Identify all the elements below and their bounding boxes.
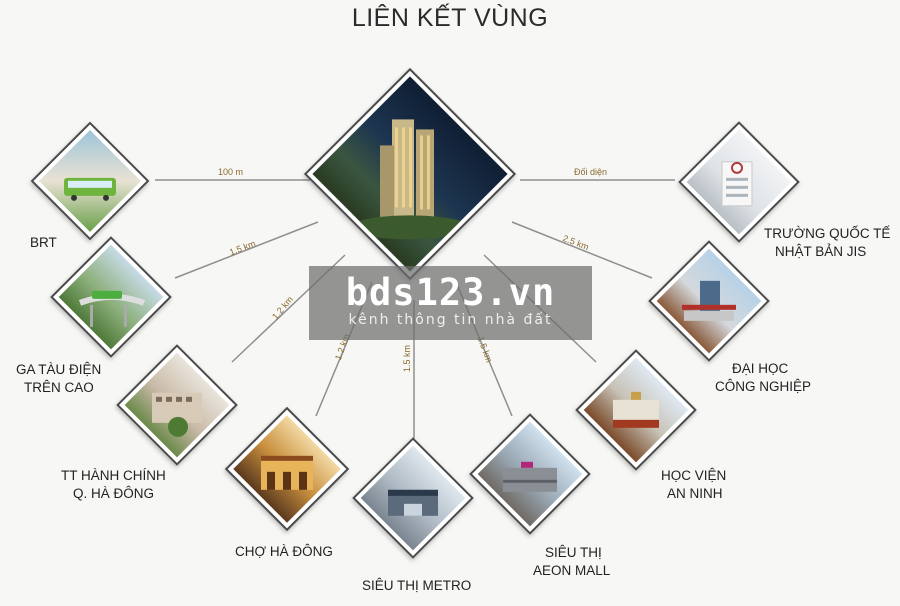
page-title: LIÊN KẾT VÙNG xyxy=(351,4,549,32)
hoc-vien-image xyxy=(583,357,689,463)
label-tt-hanh-chinh: TT HÀNH CHÍNH Q. HÀ ĐÔNG xyxy=(61,467,166,503)
distance-jis: Đối diện xyxy=(574,167,608,177)
label-hoc-vien: HỌC VIỆN AN NINH xyxy=(661,467,726,503)
connector-ga-tau-dien xyxy=(174,221,319,279)
center-tower-image xyxy=(312,76,508,272)
jis-diamond xyxy=(678,121,800,243)
label-dai-hoc: ĐẠI HỌC CÔNG NGHIỆP xyxy=(715,360,811,396)
label-cho-ha-dong-line-1: CHỢ HÀ ĐÔNG xyxy=(235,544,333,559)
label-jis-line-1: TRƯỜNG QUỐC TẾ xyxy=(764,226,891,241)
ga-tau-dien-image xyxy=(58,244,164,350)
cho-ha-dong-image xyxy=(233,415,341,523)
dai-hoc-image xyxy=(656,248,762,354)
label-ga-tau-dien: GA TÀU ĐIỆN TRÊN CAO xyxy=(16,361,101,397)
label-aeon: SIÊU THỊ AEON MALL xyxy=(533,544,610,580)
label-dai-hoc-line-2: CÔNG NGHIỆP xyxy=(715,379,812,394)
brt-diamond xyxy=(30,121,150,241)
metro-diamond xyxy=(352,437,474,559)
hoc-vien-diamond xyxy=(575,349,697,471)
label-dai-hoc-line-1: ĐẠI HỌC xyxy=(732,361,789,376)
label-aeon-line-1: SIÊU THỊ xyxy=(545,545,602,560)
label-metro: SIÊU THỊ METRO xyxy=(362,577,471,595)
label-cho-ha-dong: CHỢ HÀ ĐÔNG xyxy=(235,543,333,561)
label-tt-hanh-chinh-line-2: Q. HÀ ĐÔNG xyxy=(73,486,155,501)
metro-image xyxy=(360,445,466,551)
connector-dai-hoc xyxy=(511,221,653,279)
dai-hoc-diamond xyxy=(648,240,770,362)
label-tt-hanh-chinh-line-1: TT HÀNH CHÍNH xyxy=(61,468,166,483)
cho-ha-dong-diamond xyxy=(224,406,350,532)
label-hoc-vien-line-1: HỌC VIỆN xyxy=(661,468,727,483)
label-ga-tau-dien-line-2: TRÊN CAO xyxy=(24,380,94,395)
brt-image xyxy=(39,130,141,232)
tt-hanh-chinh-diamond xyxy=(116,344,238,466)
watermark-brand: bds123.vn xyxy=(345,271,556,314)
aeon-image xyxy=(477,421,583,527)
tt-hanh-chinh-image xyxy=(124,352,230,458)
ga-tau-dien-diamond xyxy=(50,236,172,358)
label-metro-line-1: SIÊU THỊ METRO xyxy=(362,578,472,593)
label-brt: BRT xyxy=(30,234,57,252)
label-jis: TRƯỜNG QUỐC TẾ NHẬT BẢN JIS xyxy=(764,225,890,261)
jis-image xyxy=(686,129,792,235)
center-tower-diamond xyxy=(303,67,517,281)
distance-metro: 1.5 km xyxy=(402,344,412,372)
watermark-banner: bds123.vn kênh thông tin nhà đất xyxy=(309,266,592,340)
label-aeon-line-2: AEON MALL xyxy=(533,563,611,578)
aeon-diamond xyxy=(469,413,591,535)
watermark-tagline: kênh thông tin nhà đất xyxy=(348,312,553,328)
label-hoc-vien-line-2: AN NINH xyxy=(667,486,723,501)
label-jis-line-2: NHẬT BẢN JIS xyxy=(775,244,867,259)
label-brt-line-1: BRT xyxy=(30,235,57,250)
label-ga-tau-dien-line-1: GA TÀU ĐIỆN xyxy=(16,362,102,377)
distance-brt: 100 m xyxy=(218,167,244,177)
